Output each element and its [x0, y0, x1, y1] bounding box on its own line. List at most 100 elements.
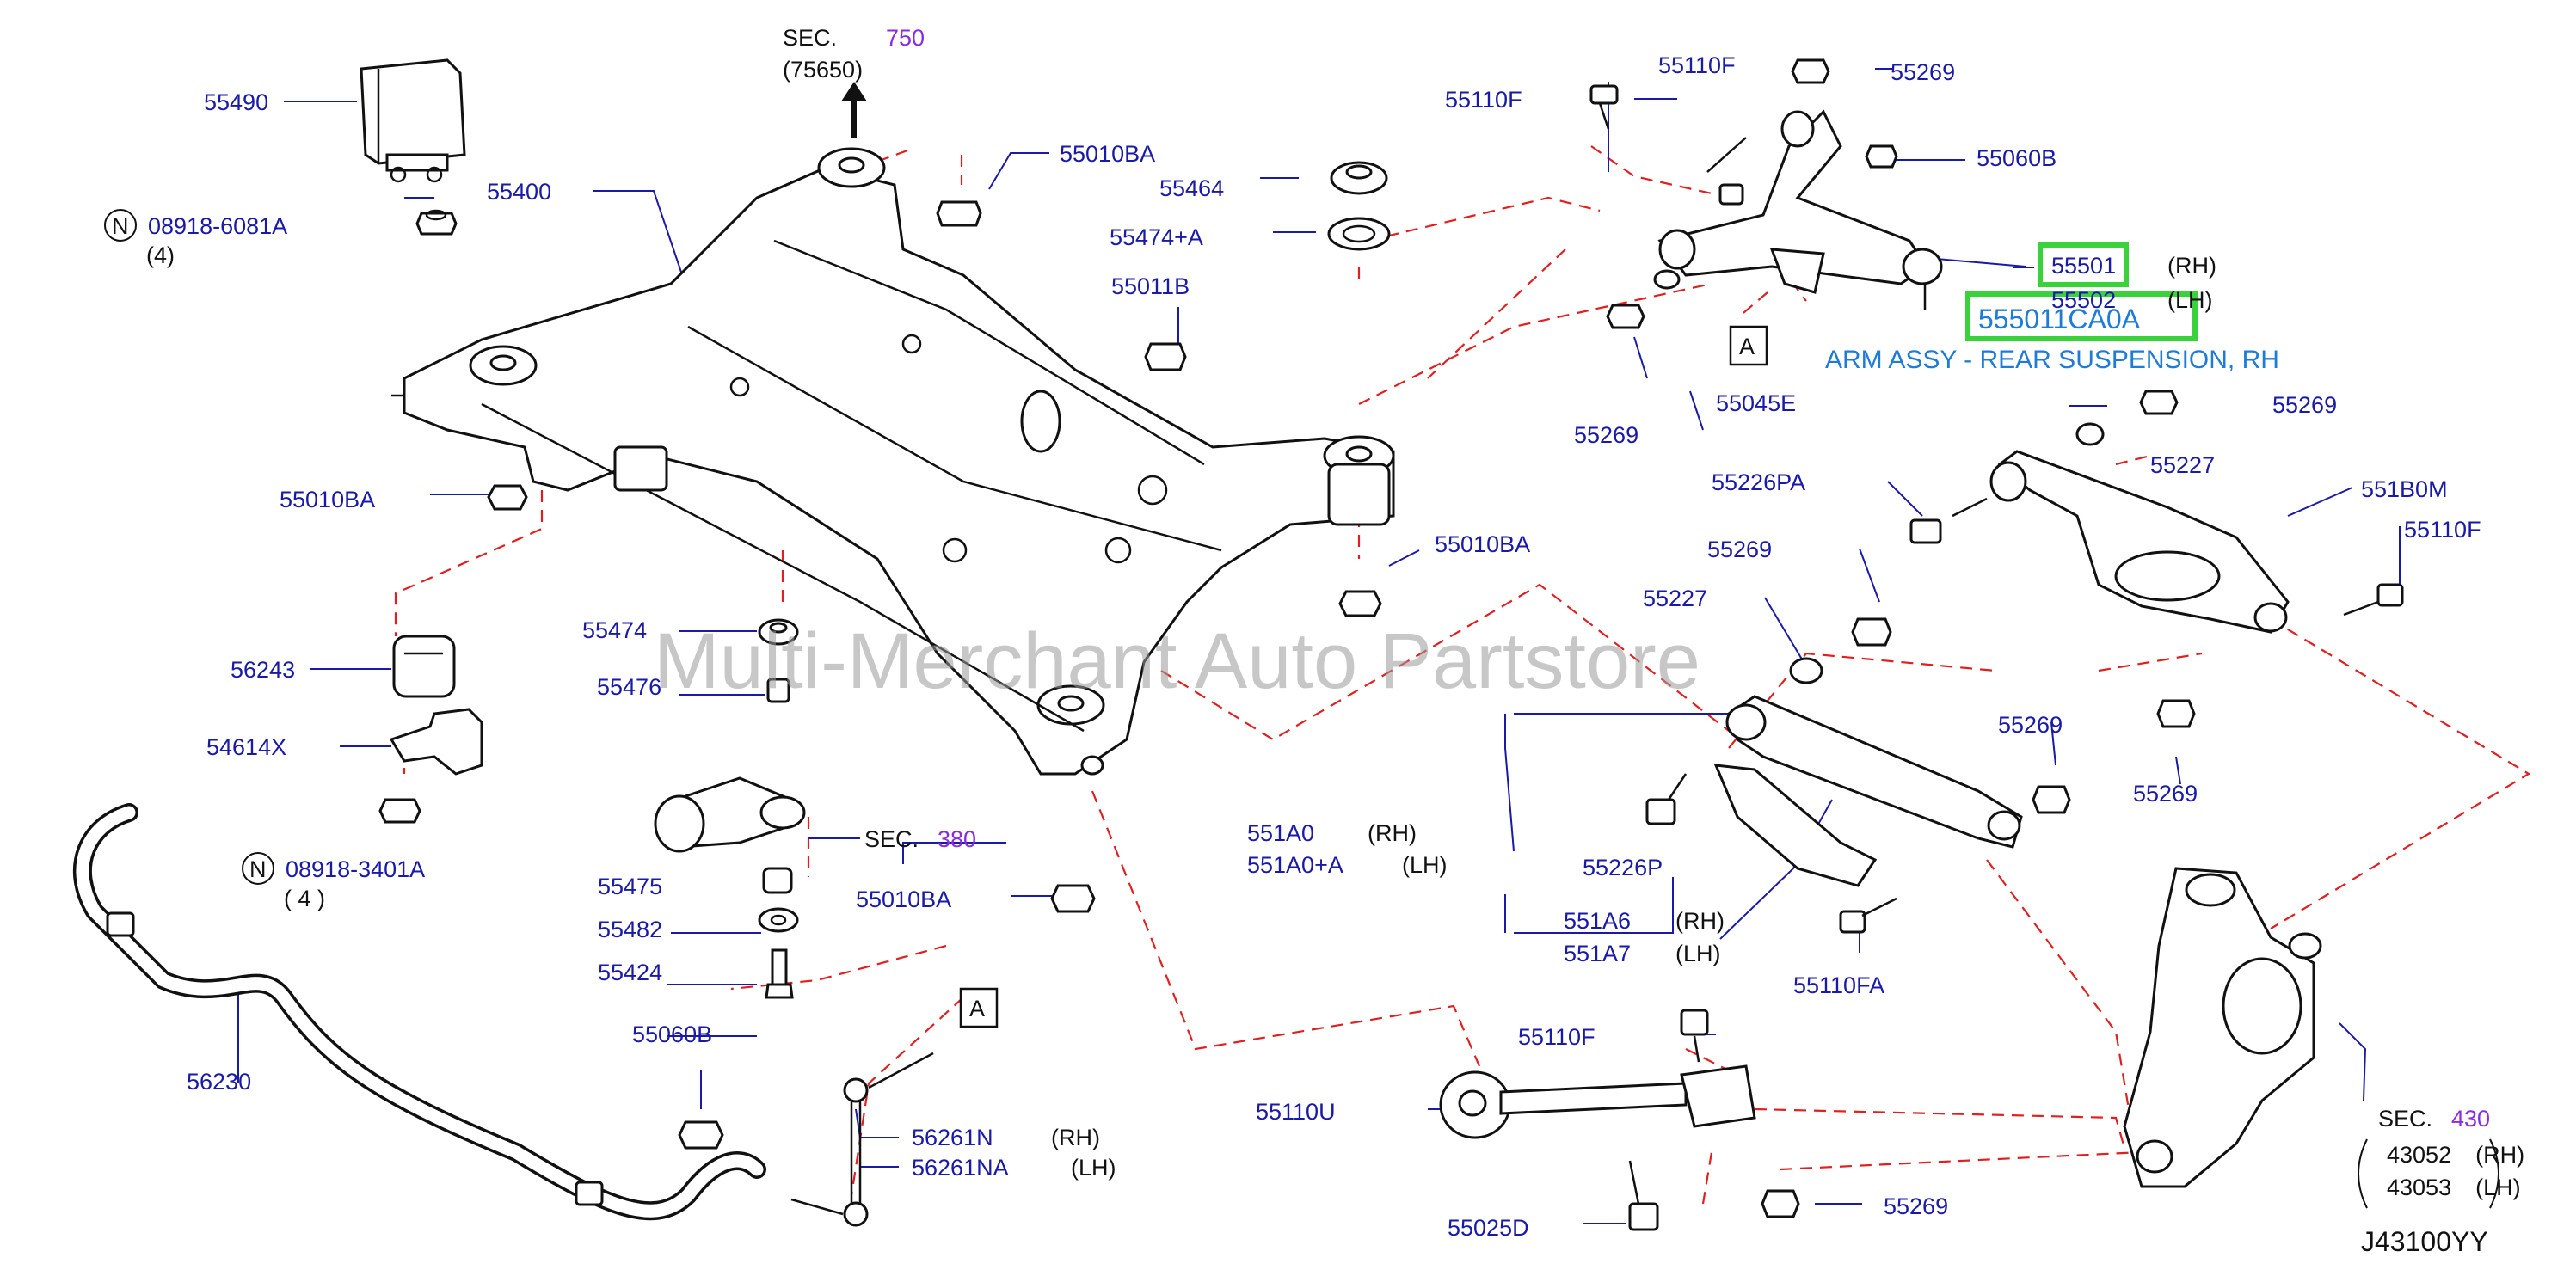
nut-55269-mid-right [2032, 785, 2071, 814]
clamp-54614X [389, 708, 483, 776]
label-sec750-num: 750 [886, 25, 925, 51]
label-55227-right: 55227 [2150, 452, 2215, 478]
bushing-55475 [762, 867, 793, 894]
bracket-551A6 [1713, 764, 1878, 887]
label-08918-3401A: 08918-3401A [286, 856, 425, 882]
sleeve-55476 [766, 678, 790, 703]
label-55269-right-top: 55269 [2272, 392, 2337, 418]
label-55060B-bottom: 55060B [632, 1021, 712, 1047]
label-qty-4a: (4) [146, 242, 175, 268]
label-56261NA: 56261NA [912, 1155, 1009, 1181]
label-55269-bottom: 55269 [1884, 1193, 1948, 1219]
label-55010BA-bottom: 55010BA [856, 886, 951, 912]
nut-08918-3401A [378, 798, 421, 824]
nut-55060B-bottom [678, 1120, 724, 1150]
label-55110F-right: 55110F [2404, 517, 2481, 543]
highlight-box-code [1965, 291, 2198, 341]
label-rh-3: (RH) [1368, 820, 1417, 846]
label-55501: 55501 [2051, 253, 2116, 279]
upper-link-55110U [1439, 1064, 1756, 1139]
bolt-55424 [765, 948, 794, 999]
label-55010BA-top: 55010BA [1060, 141, 1155, 167]
lower-arm-551B0M [1989, 450, 2290, 634]
label-lh-3: (LH) [1402, 852, 1448, 878]
nut-55010BA-top [936, 200, 982, 227]
label-55011B: 55011B [1111, 273, 1190, 299]
label-55110FA: 55110FA [1793, 972, 1884, 998]
label-551A0A: 551A0+A [1247, 852, 1343, 878]
upper-arm-55501 [1657, 109, 1943, 310]
label-55110F-top: 55110F [1658, 52, 1736, 78]
nut-55269-bottom [1761, 1189, 1800, 1218]
label-56261N: 56261N [912, 1125, 993, 1150]
label-ref-a-top: A [1739, 334, 1755, 359]
label-55269-mid: 55269 [1707, 537, 1772, 562]
part-labels: 55490 N 08918-6081A (4) 55400 SEC. 750 (… [112, 25, 2524, 1257]
highlight-box-55501 [2038, 242, 2129, 287]
label-55110U: 55110U [1256, 1099, 1336, 1125]
lateral-link-551A0 [1725, 695, 2023, 849]
label-rh-2: (RH) [2167, 253, 2216, 279]
nut-55269-upper-left [1606, 304, 1645, 329]
label-08918-6081A: 08918-6081A [148, 213, 287, 239]
label-55010BA-mid: 55010BA [1435, 531, 1530, 557]
n-circle-2 [242, 852, 274, 885]
label-55269-upper-left: 55269 [1574, 422, 1638, 448]
label-lh-1: (LH) [1071, 1155, 1116, 1181]
nut-55269-mid [1851, 617, 1892, 647]
insulator-55474 [758, 618, 799, 646]
label-n-2: N [249, 856, 267, 882]
label-551A6: 551A6 [1564, 908, 1631, 934]
label-55226PA: 55226PA [1712, 469, 1805, 495]
bolt-55110FA [1839, 897, 1897, 934]
guide-lines [394, 145, 2531, 1205]
washer-55227-mid [1789, 657, 1823, 684]
washer-55482 [758, 907, 799, 933]
nut-55010BA-bottom [1050, 884, 1096, 913]
bushing-55490 [360, 58, 466, 183]
label-55269-mid-right: 55269 [1998, 712, 2063, 738]
bracket-paren-left [2358, 1138, 2368, 1209]
leader-lines [237, 68, 2401, 1224]
n-circle-1 [104, 209, 137, 242]
nut-55269-right-bottom [2156, 699, 2196, 728]
label-sec750-sub: (75650) [783, 57, 863, 83]
knuckle-43052 [2123, 867, 2322, 1188]
bolt-55226PA [1909, 497, 1988, 544]
label-highlight-code: 555011CA0A [1978, 304, 2141, 334]
label-55045E: 55045E [1716, 390, 1796, 416]
label-sec380-num: 380 [938, 826, 976, 852]
label-55010BA-left: 55010BA [280, 487, 375, 512]
link-56261N [790, 1052, 934, 1227]
rear-subframe [391, 147, 1395, 776]
label-rh-4: (RH) [1675, 908, 1725, 934]
bolt-55110F-top-left [1589, 84, 1619, 130]
nut-55060B-top [1865, 144, 1898, 169]
label-arm-description: ARM ASSY - REAR SUSPENSION, RH [1825, 346, 2279, 374]
nut-55010BA-mid [1338, 590, 1382, 617]
label-55226P: 55226P [1583, 855, 1663, 880]
stabilizer-bar-56230 [72, 803, 766, 1221]
label-rh-1: (RH) [1051, 1125, 1100, 1150]
washer-55464 [1330, 161, 1388, 195]
label-55502: 55502 [2051, 287, 2116, 313]
label-55269-top: 55269 [1891, 59, 1955, 85]
label-55474A: 55474+A [1110, 224, 1203, 250]
label-qty-4b: ( 4 ) [284, 886, 325, 911]
arrow-sec750 [841, 82, 867, 138]
bolt-55110F-bottom [1680, 1009, 1709, 1063]
label-55110F-bottom: 55110F [1518, 1024, 1595, 1050]
nut-55010BA-left [487, 484, 528, 511]
label-55060B-top: 55060B [1977, 145, 2056, 171]
washer-55474A [1327, 217, 1391, 251]
label-55474: 55474 [582, 617, 647, 643]
label-55269-right-bottom: 55269 [2133, 781, 2198, 807]
label-55482: 55482 [598, 917, 662, 942]
label-56243: 56243 [231, 657, 295, 683]
label-sec750: SEC. [783, 25, 837, 51]
bolt-55110F-right [2343, 583, 2404, 617]
bolt-55110F-top [1706, 137, 1747, 206]
nut-08918-6081A [415, 209, 458, 236]
label-55464: 55464 [1159, 175, 1224, 201]
label-55476: 55476 [597, 674, 661, 700]
